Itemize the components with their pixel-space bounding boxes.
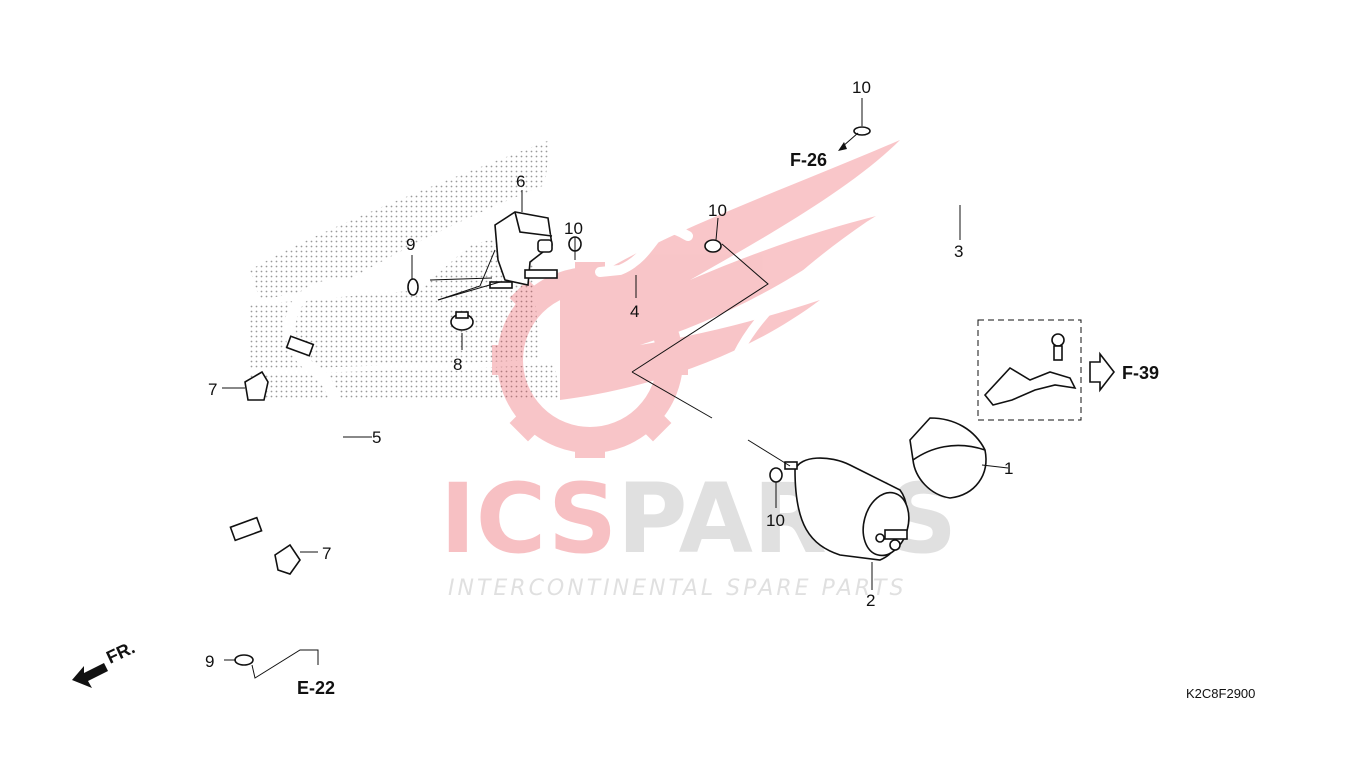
callout-4: 4 — [630, 302, 639, 321]
part-9-clamp-b — [234, 654, 254, 666]
part-5-hose — [203, 279, 396, 651]
watermark-brand-ics: ICS — [440, 463, 617, 575]
part-1-holder-band — [909, 417, 987, 499]
part-7-clip-a — [244, 370, 269, 401]
callout-3: 3 — [954, 242, 963, 261]
callout-5: 5 — [372, 428, 381, 447]
callout-8: 8 — [453, 355, 462, 374]
callout-10c: 10 — [708, 201, 727, 220]
part-4-hose — [595, 224, 693, 277]
callout-9a: 9 — [406, 235, 415, 254]
part-2-canister — [784, 457, 910, 561]
ref-e22: E-22 — [297, 678, 335, 698]
part-9-clamp-a — [407, 278, 419, 296]
callout-6: 6 — [516, 172, 525, 191]
ref-f26: F-26 — [790, 150, 827, 170]
callout-2: 2 — [866, 591, 875, 610]
callout-10b: 10 — [564, 219, 583, 238]
leader-lines — [222, 98, 1009, 679]
callout-7a: 7 — [208, 380, 217, 399]
clamps — [234, 126, 871, 666]
part-7-clip-b — [274, 543, 301, 575]
watermark-tagline: INTERCONTINENTAL SPARE PARTS — [448, 576, 906, 601]
callout-1: 1 — [1004, 459, 1013, 478]
front-direction-arrow: FR. — [72, 637, 138, 688]
background-wing-emblem — [250, 140, 560, 400]
callout-10a: 10 — [852, 78, 871, 97]
ref-f39: F-39 — [1122, 363, 1159, 383]
front-direction-label: FR. — [103, 637, 138, 667]
bracket-detail-box — [977, 319, 1082, 421]
callout-numbers: 1 2 3 4 5 6 7 7 8 9 9 10 10 10 10 — [205, 78, 1013, 671]
part-6-solenoid-valve — [489, 211, 558, 289]
callout-9b: 9 — [205, 652, 214, 671]
diagram-code: K2C8F2900 — [1186, 686, 1255, 701]
part-8-bolt — [450, 311, 474, 350]
reference-labels: F-26 F-39 E-22 — [297, 150, 1159, 698]
ref-arrow-f39 — [1089, 351, 1116, 393]
part-10-clamp-d — [769, 467, 783, 483]
part-3-tube — [721, 77, 1170, 468]
watermark-text: ICSPARTS INTERCONTINENTAL SPARE PARTS — [440, 463, 957, 601]
watermark-logo — [492, 140, 900, 458]
part-10-clamp-c — [704, 239, 722, 253]
callout-10d: 10 — [766, 511, 785, 530]
callout-7b: 7 — [322, 544, 331, 563]
